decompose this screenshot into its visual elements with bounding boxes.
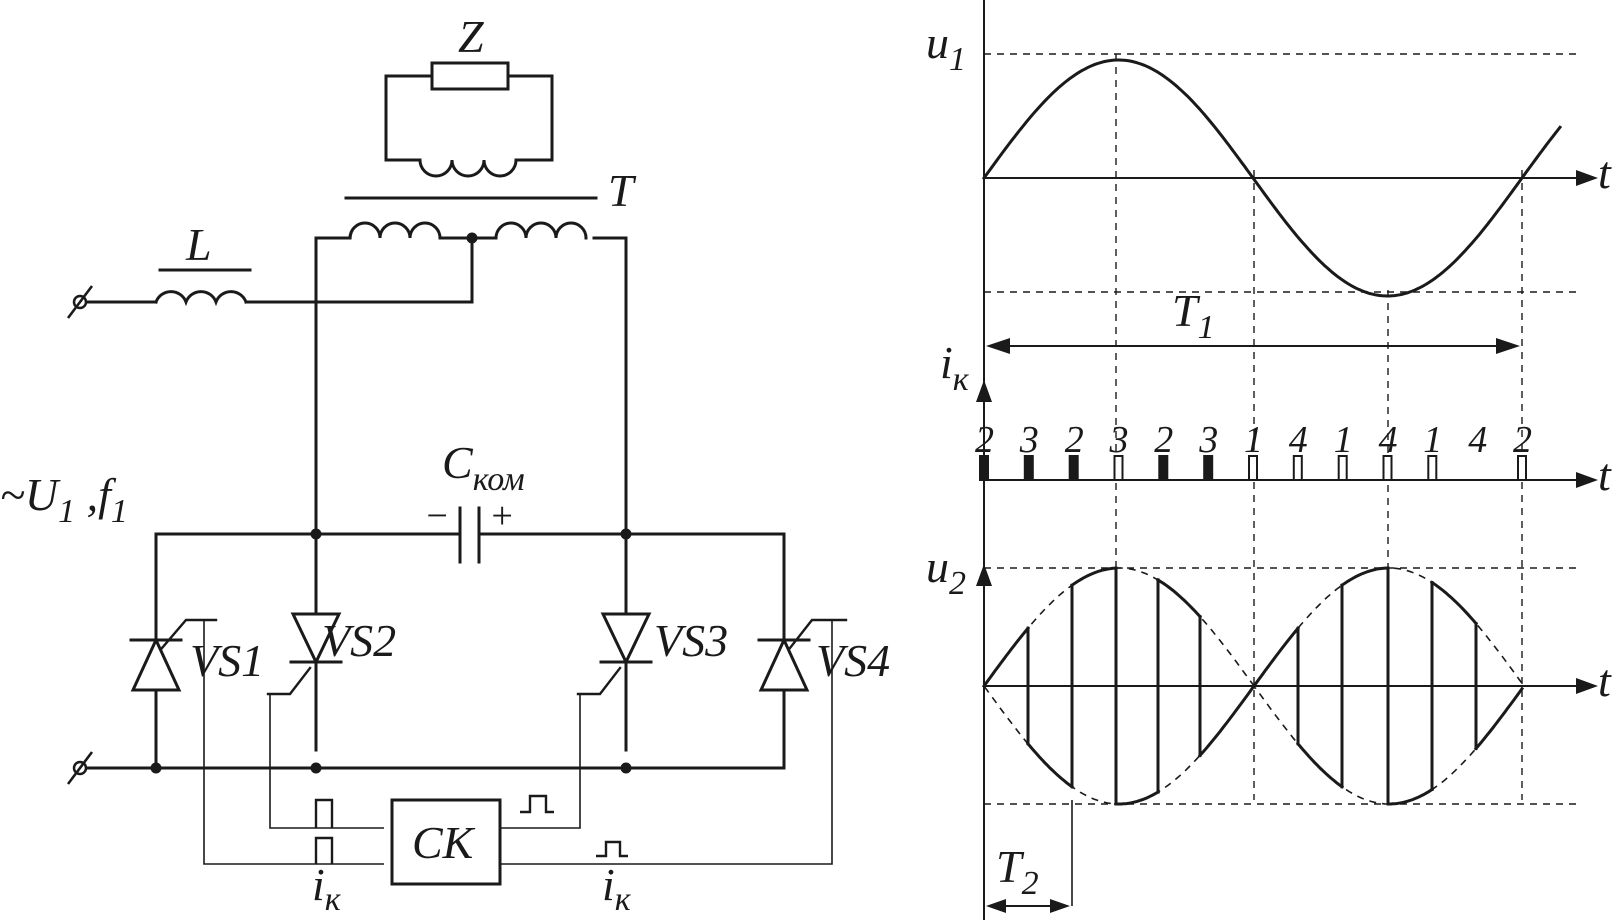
- ik-pulse: [979, 455, 989, 481]
- vs3-label: VS3: [654, 615, 728, 666]
- ik-left-label: iк: [312, 859, 342, 918]
- commutation-capacitor: Cком − +: [154, 437, 786, 564]
- thyristor-vs1: VS1: [129, 532, 384, 865]
- control-block: CK iк iк: [312, 794, 632, 918]
- pulse-number: 2: [1065, 419, 1084, 461]
- u2-segment: [1197, 683, 1257, 758]
- ik-pulse: [1113, 455, 1124, 481]
- ik-pulse: [1248, 455, 1258, 481]
- u2-segment: [1155, 577, 1203, 619]
- u2-segment: [1339, 566, 1390, 588]
- circuit-diagram: Z T L ~U1 ,f1: [0, 11, 890, 918]
- load-label: Z: [458, 11, 484, 62]
- u2-segment: [1295, 741, 1345, 789]
- u2-segment: [1251, 626, 1301, 689]
- ik-right-label: iк: [602, 859, 632, 918]
- transformer-label: T: [608, 165, 637, 216]
- ik-pulse: [1203, 455, 1214, 481]
- t-label-u2: t: [1598, 655, 1612, 706]
- t-label-u1: t: [1598, 147, 1612, 198]
- u2-label: u2: [926, 541, 966, 602]
- pulse-number: 3: [1198, 419, 1218, 461]
- ik-pulse: [1517, 455, 1527, 481]
- supply-label: ~U1 ,f1: [0, 469, 128, 530]
- pulse-number: 4: [1379, 419, 1398, 461]
- inductor-label: L: [185, 219, 212, 270]
- ik-pulse: [1427, 455, 1438, 481]
- u2-plot: u2 t T2: [926, 541, 1612, 913]
- ik-pulse: [1068, 455, 1079, 481]
- cap-minus-sign: −: [424, 495, 450, 537]
- u2-segment: [1429, 580, 1479, 626]
- u2-segment: [1025, 741, 1075, 789]
- u2-segment: [1386, 787, 1435, 806]
- u1-label: u1: [926, 17, 966, 78]
- load-z: Z: [384, 11, 554, 178]
- vs4-label: VS4: [816, 635, 890, 686]
- ik-pulse: [1158, 455, 1169, 481]
- capacitor-label: Cком: [442, 437, 525, 498]
- thyristor-vs3: VS3: [500, 612, 728, 829]
- u2-segment: [1114, 790, 1161, 806]
- pulse-number: 1: [1423, 419, 1442, 461]
- ik-plot-label: iк: [940, 337, 970, 398]
- thyristor-vs4: VS4: [500, 532, 890, 865]
- u1-plot: u1 t T1: [926, 17, 1612, 354]
- pulse-number: 2: [1154, 419, 1173, 461]
- pulse-number: 3: [1019, 419, 1039, 461]
- u2-segment: [1473, 686, 1525, 751]
- thyristor-vs2: VS2: [266, 612, 396, 829]
- ik-pulse: [1382, 455, 1393, 481]
- ik-pulse: [1337, 455, 1348, 481]
- vs2-label: VS2: [322, 615, 396, 666]
- t-label-ik: t: [1598, 449, 1612, 500]
- inductor-l: L: [66, 219, 474, 319]
- pulse-number: 2: [1513, 419, 1532, 461]
- u2-segment: [1069, 566, 1118, 588]
- pulse-number: 4: [1468, 419, 1487, 461]
- pulse-number: 1: [1334, 419, 1353, 461]
- cap-plus-sign: +: [489, 495, 515, 537]
- pulse-number: 1: [1244, 419, 1263, 461]
- control-block-label: CK: [412, 817, 476, 868]
- transformer-t: T: [314, 165, 637, 752]
- pulse-number: 2: [975, 419, 994, 461]
- vs1-label: VS1: [190, 635, 264, 686]
- ik-pulse: [1023, 455, 1034, 481]
- T1-label: T1: [1172, 285, 1215, 346]
- pulse-number: 3: [1109, 419, 1129, 461]
- ik-pulse: [1292, 455, 1303, 481]
- T2-label: T2: [996, 841, 1039, 902]
- pulse-number: 4: [1289, 419, 1308, 461]
- u2-segment: [981, 626, 1031, 689]
- lower-bus: [66, 751, 786, 785]
